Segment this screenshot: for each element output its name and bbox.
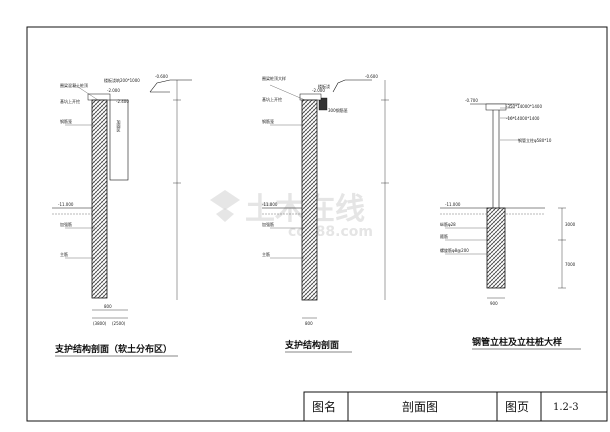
section1-crown-label: 圈梁混凝土桩顶 (60, 82, 88, 88)
section2-slab-level: -2.000 (312, 88, 325, 93)
watermark: 土木在线 co188.com (210, 190, 373, 240)
section2-zhu-label: 主筋 (262, 251, 270, 257)
section1-box-text: 加固区 (117, 119, 122, 132)
section3-dim-0: 3000 (565, 222, 576, 227)
title-block-frame (303, 391, 608, 422)
section2-ground-line (332, 79, 372, 93)
section3-dim-1: 7000 (565, 262, 576, 267)
section2-leader-1 (269, 84, 306, 101)
section1-reinforced-zone (109, 99, 129, 181)
section1-slab-level: -2.000 (107, 88, 120, 93)
section2-caption: 支护结构剖面 (284, 339, 339, 351)
section1-jiagu-label: 加强筋 (60, 221, 72, 227)
section2-pile (301, 99, 318, 301)
section1-lower-level: -11.000 (58, 202, 74, 207)
section1-zhu-label: 主筋 (60, 251, 68, 257)
section2-crown-label: 圈梁桩顶大样 (262, 75, 286, 81)
section3-lower-level: -11.000 (445, 202, 461, 207)
title-block-page-value: 1.2-3 (553, 402, 579, 413)
section1-leader-1 (74, 84, 99, 101)
section2-gangjin-label: 钢筋笼 (262, 118, 274, 124)
section3-label-f: 螺旋筋φ8@200 (440, 247, 469, 253)
watermark-logo-icon (210, 190, 240, 210)
section2-lateral-label: 基坑上开挖 (262, 96, 282, 102)
title-block-name-value: 剖面图 (402, 400, 438, 414)
section1-pile (91, 99, 108, 299)
section3-label-d: 纵筋φ28 (440, 221, 456, 227)
title-block-page-label: 图页 (505, 400, 529, 414)
section2-lower-level: -11.000 (262, 202, 278, 207)
section2-small-label: 300钢筋笼 (328, 107, 348, 113)
section2-drawing: -0.600 -2.000 圈梁桩顶大样 楼板浇 基坑上开挖 300钢筋笼 钢筋… (262, 74, 389, 353)
section3-label-e: 箍筋 (440, 233, 448, 239)
section2-jiagu-label: 加强筋 (262, 221, 274, 227)
section2-top-level: -0.600 (365, 74, 378, 79)
title-block: 图名 剖面图 图页 1.2-3 (303, 391, 608, 422)
section1-dim-0: 800 (104, 304, 112, 309)
section1-caption: 支护结构剖面（软土分布区） (54, 343, 172, 355)
section1-ground-line (149, 79, 192, 93)
section1-gangjin-label: 钢筋笼 (60, 118, 72, 124)
section1-slab-level2: -2.400 (116, 99, 129, 104)
section3-pile (486, 207, 506, 289)
section3-drawing: -0.700 -350*14000*1400 -16*14000*1400 钢管… (440, 98, 581, 350)
watermark-sub-text: co188.com (288, 224, 373, 240)
section1-dim-2: (2500) (112, 321, 126, 326)
section3-caption: 钢管立柱及立柱桩大样 (472, 336, 562, 348)
section2-slab-label: 楼板浇 (318, 83, 330, 89)
section3-label-c: 钢管立柱φ580*10 (518, 137, 552, 143)
section2-dim-0: 800 (305, 321, 313, 326)
section1-lateral-label: 基坑上开挖 (60, 98, 80, 104)
section1-crown-beam (87, 93, 111, 101)
watermark-logo-icon-lower (216, 208, 234, 222)
section3-label-a: -350*14000*1400 (506, 104, 542, 109)
section1-slab-label: 楼板浇筑200*1000 (104, 77, 140, 83)
section3-label-b: -16*14000*1400 (506, 116, 540, 121)
section3-cap-plate (485, 103, 507, 111)
section2-small-block (318, 97, 328, 111)
section3-top-level: -0.700 (465, 98, 478, 103)
title-block-name-label: 图名 (312, 399, 336, 414)
section1-top-level: -0.600 (155, 74, 168, 79)
section3-dim-2: 900 (490, 301, 498, 306)
section1-drawing: 加固区 -0.600 -2.000 圈梁混凝土桩顶 楼板浇筑200*1000 基… (52, 74, 192, 357)
section1-dim-1: (3800) (93, 321, 107, 326)
